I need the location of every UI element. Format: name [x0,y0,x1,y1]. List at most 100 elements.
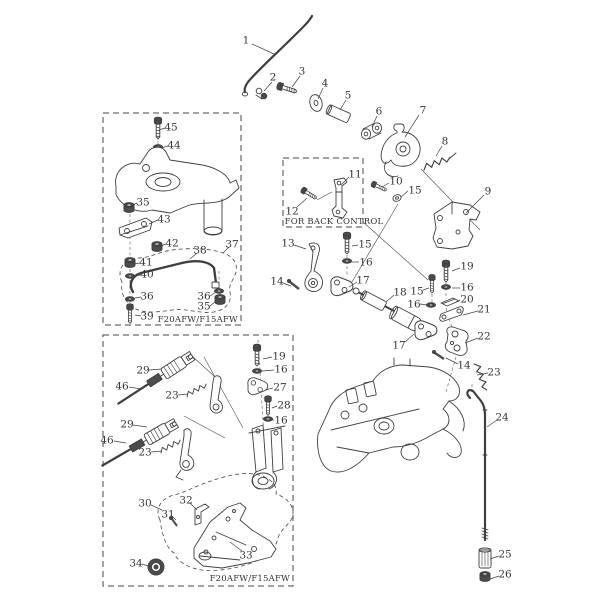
callout-leader-3 [291,75,301,88]
callout-18: 18 [393,287,406,299]
callout-35: 35 [197,301,210,313]
callout-2: 2 [270,72,277,84]
part-1-throttle-rod [241,14,314,97]
part-27-clamp [247,377,269,396]
callout-leader-22 [464,337,479,344]
part-16-washer [342,258,352,264]
callout-3: 3 [299,66,306,78]
callout-25: 25 [498,549,511,561]
callout-45: 45 [164,122,177,134]
lever-1 [209,375,223,414]
part-23-spring [473,361,489,392]
callout-21: 21 [477,304,490,316]
part-35-nut-2 [214,294,226,305]
back-control-box [282,157,364,228]
callout-leader-37 [222,246,230,254]
callout-leader-44 [160,145,169,149]
callout-36: 36 [197,291,211,303]
callout-leader-31 [171,515,177,521]
part-15-bolt [342,231,352,255]
variant-box-bottom [102,334,294,587]
callout-leader-28 [271,405,278,409]
callout-40: 40 [140,269,153,281]
callout-10: 10 [389,176,402,188]
part-21-link-bar [439,306,464,322]
callout-31: 31 [161,509,174,521]
callout-leader-27 [264,387,274,391]
callout-17: 17 [356,275,369,287]
callout-leader-6 [371,115,378,128]
callout-leader-33 [229,541,243,552]
cable-assembly-1 [117,351,196,405]
engine-block [317,357,465,473]
part-16-washer-2 [441,284,451,290]
callout-leader-8 [435,145,443,157]
part-32-stopper [194,503,210,526]
callout-16: 16 [460,282,474,294]
part-26-nut [479,571,491,582]
callout-leader-26 [489,575,500,580]
callout-41: 41 [139,257,152,269]
callout-leader-40 [133,274,142,277]
callout-16: 16 [274,415,288,427]
callout-15: 15 [358,239,371,251]
callout-leader-29 [132,424,148,428]
callout-46: 46 [115,381,129,393]
callout-leader-17 [404,333,415,343]
callout-leader-43 [148,219,159,225]
callout-24: 24 [495,412,509,424]
callout-leader-35 [209,300,217,307]
callout-14: 14 [457,360,471,372]
part-12-bolt [299,186,319,202]
callout-leader-46 [113,440,127,444]
callout-leader-19 [451,267,461,272]
part-45-bolt [153,116,163,140]
part-16-washer-3 [426,302,436,308]
steering-arm [248,424,286,490]
back-control-label: FOR BACK CONTROL [285,217,384,227]
part-31-pin [169,516,178,527]
callout-6: 6 [376,106,383,118]
callout-leader-18 [385,294,395,303]
callout-29: 29 [136,365,149,377]
callout-leader-7 [404,114,420,138]
callout-37: 37 [225,239,238,251]
callout-leader-12 [296,197,308,208]
callout-15: 15 [410,286,423,298]
callout-leader-20 [455,299,461,303]
part-15-bolt-2 [428,274,436,294]
part-7-control-cam [380,123,421,178]
callout-23: 23 [165,390,178,402]
callout-19: 19 [460,261,473,273]
callout-leader-29 [148,368,163,371]
callout-5: 5 [345,90,352,102]
callout-33: 33 [239,550,252,562]
callout-leader-23 [150,450,163,453]
callout-35: 35 [136,197,149,209]
callout-17: 17 [392,340,405,352]
callout-leader-14 [282,282,292,287]
callout-32: 32 [179,495,192,507]
part-35-nut [123,202,135,213]
callout-leader-24 [486,419,498,428]
part-22-bracket [444,326,469,356]
part-41-nut [124,257,136,268]
callout-13: 13 [281,238,294,250]
part-42-nut [151,241,163,252]
part-17-clamp-2 [414,320,438,341]
callout-leader-4 [317,87,324,100]
callout-leader-25 [489,555,500,560]
part-20-plate [440,297,460,307]
callout-leader-15 [422,287,430,291]
variant-label-bottom: F20AFW/F15AFW [210,574,290,584]
part-34-grommet [147,558,165,576]
callout-leader-23 [177,393,189,396]
part-16-washer-5 [263,416,273,422]
callout-leader-34 [141,563,152,568]
callout-16: 16 [407,299,421,311]
callout-15: 15 [408,185,421,197]
part-36-washer-2 [214,288,224,294]
part-2-joint [255,87,268,100]
callout-leader-36 [209,291,217,297]
callout-8: 8 [442,136,449,148]
